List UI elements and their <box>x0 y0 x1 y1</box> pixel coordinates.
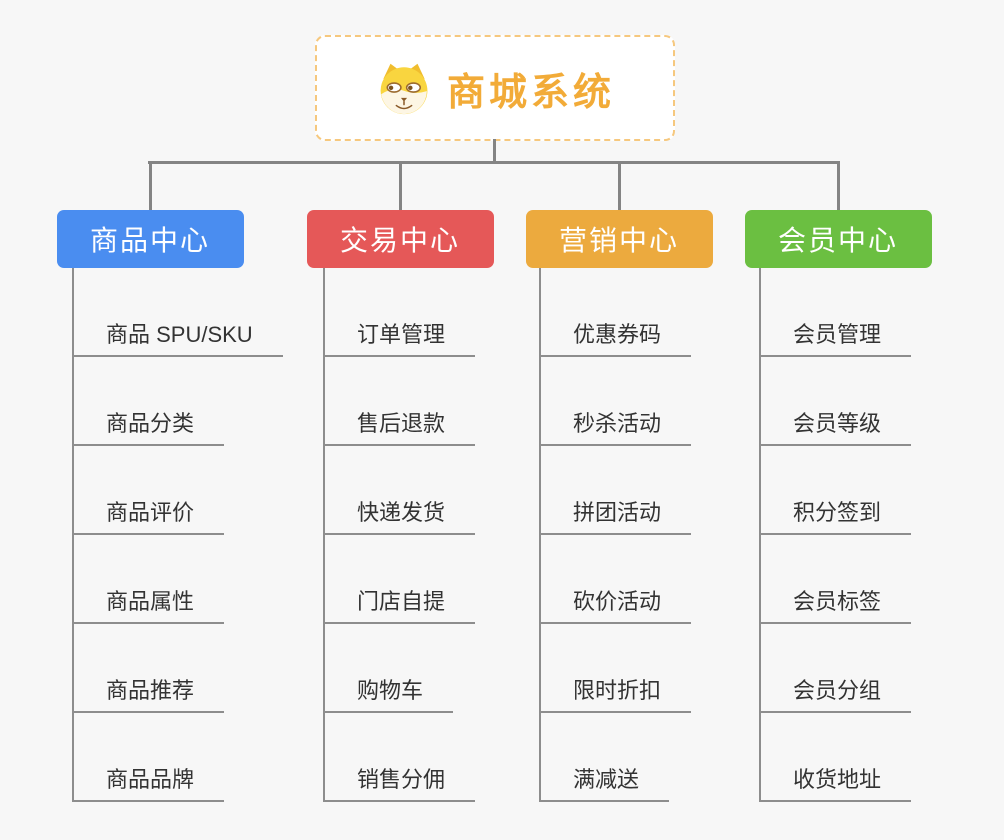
leaf-topic-trade-center-1[interactable]: 订单管理 <box>323 313 476 357</box>
branch-node-marketing-center[interactable]: 营销中心 <box>525 210 713 268</box>
leaf-topic-product-center-5[interactable]: 商品推荐 <box>72 669 225 713</box>
leaf-label: 商品品牌 <box>106 767 195 792</box>
leaf-label: 砍价活动 <box>573 589 662 614</box>
leaf-label: 售后退款 <box>357 411 446 436</box>
leaf-label: 快递发货 <box>357 500 446 525</box>
leaf-topic-marketing-center-3[interactable]: 拼团活动 <box>539 491 692 535</box>
connector-line <box>323 268 325 802</box>
leaf-topic-product-center-2[interactable]: 商品分类 <box>72 402 225 446</box>
leaf-label: 商品推荐 <box>106 678 195 703</box>
leaf-topic-product-center-3[interactable]: 商品评价 <box>72 491 225 535</box>
leaf-topic-trade-center-2[interactable]: 售后退款 <box>323 402 476 446</box>
leaf-label: 会员等级 <box>793 411 882 436</box>
leaf-topic-trade-center-6[interactable]: 销售分佣 <box>323 758 476 802</box>
leaf-label: 商品评价 <box>106 500 195 525</box>
leaf-label: 满减送 <box>573 767 640 792</box>
leaf-label: 门店自提 <box>357 589 446 614</box>
connector-line <box>149 161 152 210</box>
leaf-topic-member-center-2[interactable]: 会员等级 <box>759 402 912 446</box>
leaf-topic-marketing-center-1[interactable]: 优惠券码 <box>539 313 692 357</box>
leaf-topic-product-center-4[interactable]: 商品属性 <box>72 580 225 624</box>
branch-node-trade-center[interactable]: 交易中心 <box>306 210 494 268</box>
leaf-label: 限时折扣 <box>573 678 662 703</box>
connector-line <box>837 161 840 210</box>
leaf-label: 商品属性 <box>106 589 195 614</box>
leaf-topic-trade-center-5[interactable]: 购物车 <box>323 669 454 713</box>
branch-node-product-center[interactable]: 商品中心 <box>56 210 244 268</box>
leaf-label: 购物车 <box>357 678 424 703</box>
leaf-label: 订单管理 <box>357 322 446 347</box>
connector-line <box>72 268 74 802</box>
leaf-topic-marketing-center-6[interactable]: 满减送 <box>539 758 670 802</box>
connector-line <box>539 268 541 802</box>
leaf-label: 拼团活动 <box>573 500 662 525</box>
leaf-label: 会员管理 <box>793 322 882 347</box>
leaf-label: 收货地址 <box>793 767 882 792</box>
leaf-topic-member-center-5[interactable]: 会员分组 <box>759 669 912 713</box>
leaf-topic-member-center-3[interactable]: 积分签到 <box>759 491 912 535</box>
leaf-topic-member-center-1[interactable]: 会员管理 <box>759 313 912 357</box>
branch-label: 会员中心 <box>777 225 898 256</box>
root-topic-node[interactable]: 商城系统 <box>315 35 675 141</box>
branch-label: 营销中心 <box>558 225 679 256</box>
leaf-topic-marketing-center-4[interactable]: 砍价活动 <box>539 580 692 624</box>
leaf-topic-marketing-center-2[interactable]: 秒杀活动 <box>539 402 692 446</box>
connector-line <box>618 161 621 210</box>
leaf-label: 会员分组 <box>793 678 882 703</box>
leaf-topic-trade-center-3[interactable]: 快递发货 <box>323 491 476 535</box>
connector-line <box>759 268 761 802</box>
dog-face-icon <box>375 61 433 115</box>
leaf-label: 积分签到 <box>793 500 882 525</box>
branch-node-member-center[interactable]: 会员中心 <box>744 210 932 268</box>
leaf-label: 秒杀活动 <box>573 411 662 436</box>
leaf-topic-member-center-4[interactable]: 会员标签 <box>759 580 912 624</box>
leaf-label: 会员标签 <box>793 589 882 614</box>
connector-line <box>493 139 496 163</box>
connector-line <box>148 161 839 164</box>
leaf-topic-marketing-center-5[interactable]: 限时折扣 <box>539 669 692 713</box>
connector-line <box>399 161 402 210</box>
leaf-label: 商品分类 <box>106 411 195 436</box>
branch-label: 商品中心 <box>89 225 210 256</box>
leaf-label: 商品 SPU/SKU <box>106 322 253 347</box>
leaf-label: 销售分佣 <box>357 767 446 792</box>
leaf-topic-product-center-1[interactable]: 商品 SPU/SKU <box>72 313 283 357</box>
leaf-label: 优惠券码 <box>573 322 662 347</box>
leaf-topic-product-center-6[interactable]: 商品品牌 <box>72 758 225 802</box>
leaf-topic-member-center-6[interactable]: 收货地址 <box>759 758 912 802</box>
branch-label: 交易中心 <box>339 225 460 256</box>
leaf-topic-trade-center-4[interactable]: 门店自提 <box>323 580 476 624</box>
root-topic-label: 商城系统 <box>446 71 615 114</box>
